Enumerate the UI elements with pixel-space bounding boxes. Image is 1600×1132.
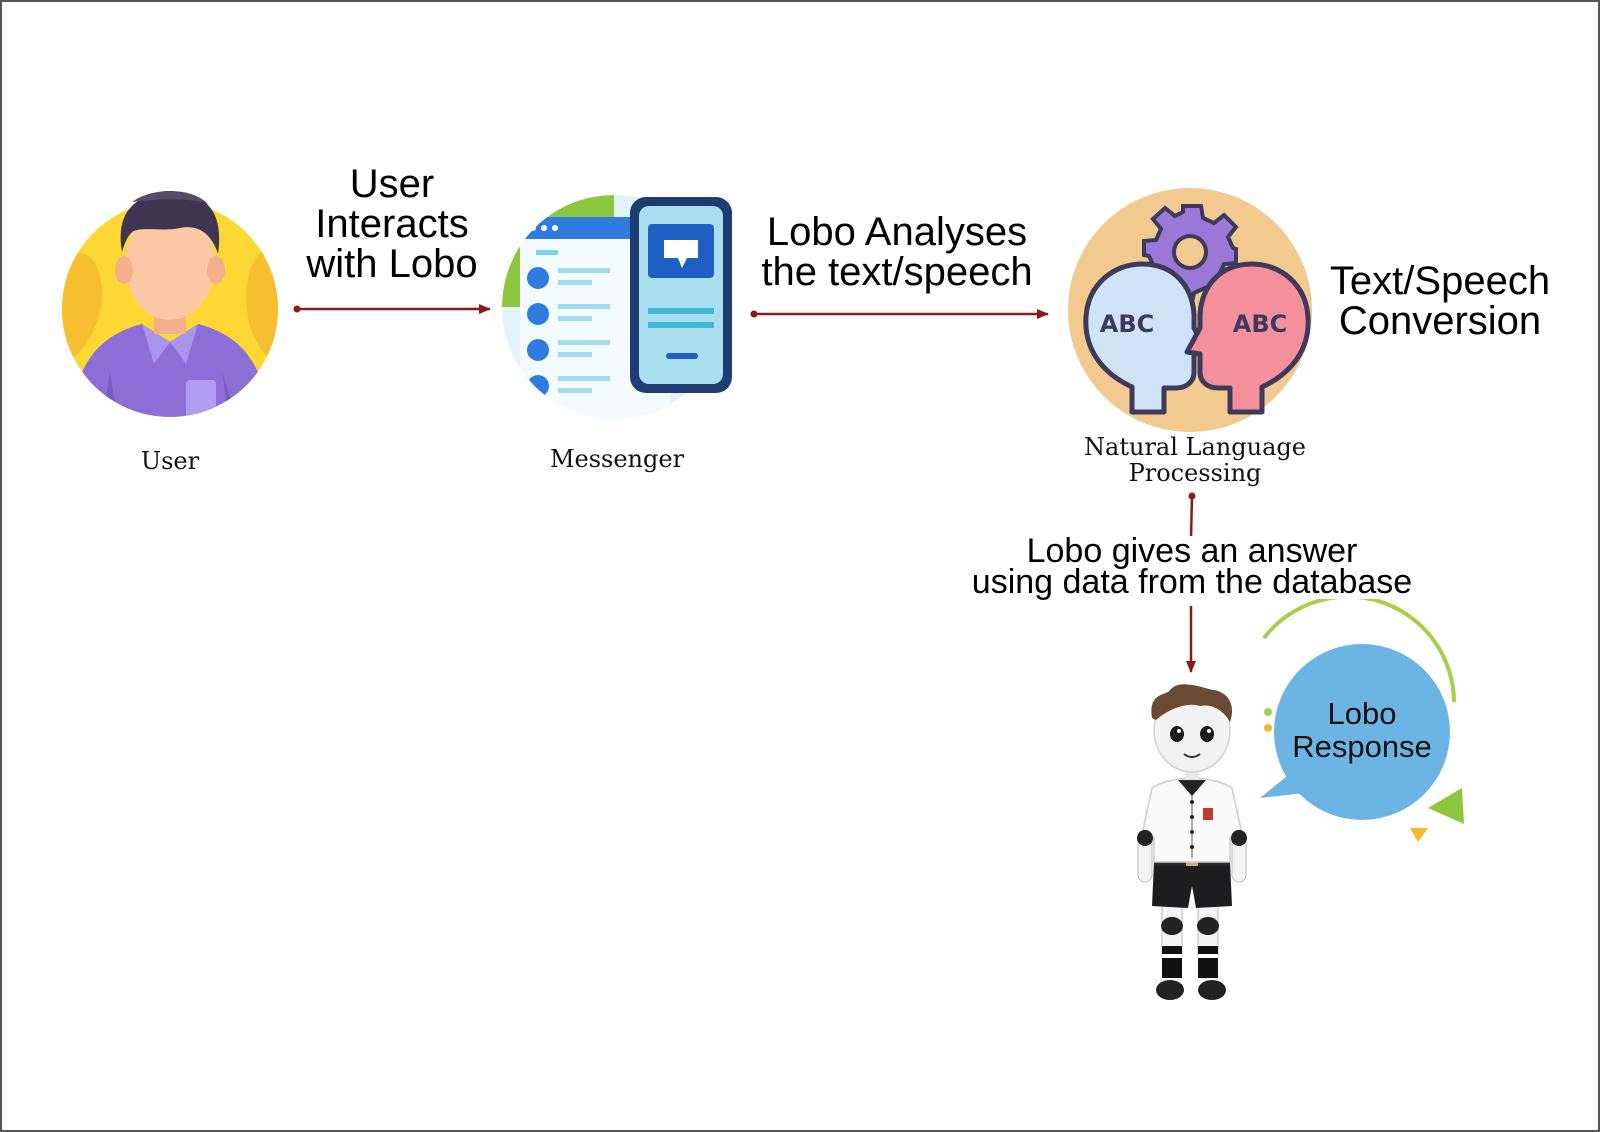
nlp-icon: ABC ABC — [1068, 188, 1312, 432]
label-line: Conversion — [1338, 299, 1542, 343]
messenger-caption: Messenger — [532, 445, 702, 473]
nlp-caption: Natural Language Processing — [1070, 434, 1320, 487]
caption-line: Natural Language — [1084, 433, 1306, 461]
lobo-response-text: Lobo Response — [1282, 696, 1442, 764]
label-line: the text/speech — [761, 250, 1033, 294]
edge-label-lobo-gives-answer: Lobo gives an answer using data from the… — [932, 532, 1452, 602]
arrow-nlp-to-response — [1186, 492, 1196, 673]
label-line: Interacts — [315, 202, 469, 246]
user-caption: User — [120, 447, 220, 475]
messenger-app-icon — [502, 195, 732, 419]
label-line: Lobo gives an answer — [1026, 532, 1358, 570]
lobo-response-bubble — [1260, 594, 1464, 842]
label-line: with Lobo — [306, 242, 478, 286]
head-profile-icon: ABC — [1083, 261, 1210, 415]
head-right-text: ABC — [1233, 310, 1287, 338]
bubble-line: Response — [1292, 728, 1432, 764]
edge-label-lobo-analyses: Lobo Analyses the text/speech — [737, 212, 1057, 292]
caption-text: Messenger — [549, 445, 685, 473]
head-profile-icon: ABC — [1184, 261, 1311, 415]
label-line: User — [349, 162, 435, 206]
label-line: Lobo Analyses — [766, 210, 1028, 254]
edge-label-user-interacts: User Interacts with Lobo — [282, 164, 502, 284]
robot-character-icon — [1137, 684, 1247, 1000]
head-left-text: ABC — [1100, 310, 1154, 338]
caption-line: Processing — [1128, 459, 1262, 488]
speech-bubble-icon — [648, 224, 714, 278]
arrow-user-to-messenger — [293, 304, 491, 314]
label-line: Text/Speech — [1329, 259, 1551, 303]
user-avatar-icon — [62, 190, 278, 417]
arrow-messenger-to-nlp — [750, 309, 1049, 319]
bubble-line: Lobo — [1327, 696, 1397, 731]
edge-label-text-speech-conversion: Text/Speech Conversion — [1312, 261, 1568, 341]
label-line: using data from the database — [971, 563, 1413, 602]
caption-text: User — [140, 447, 200, 475]
